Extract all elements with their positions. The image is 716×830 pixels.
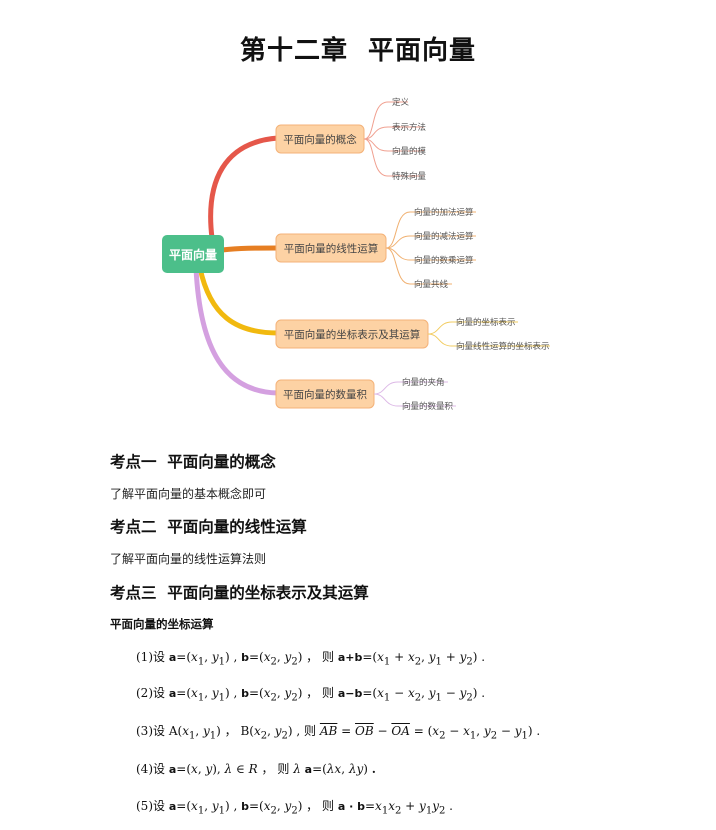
branch-node-coord-label: 平面向量的坐标表示及其运算 bbox=[284, 328, 421, 341]
formula-2: (2)设 a=(x1, y1) , b=(x2, y2) ， 则 a−b=(x1… bbox=[136, 686, 486, 704]
formula-3: (3)设 A(x1, y1) ， B(x2, y2) , 则 AB = OB −… bbox=[136, 724, 541, 742]
mind-map: 平面向量 平面向量的概念 平面向量的线性运算 平面向量的坐标表示及其运算 平面向… bbox=[162, 97, 550, 412]
section-3-heading: 考点三 平面向量的坐标表示及其运算 bbox=[110, 584, 369, 602]
section-2-text: 了解平面向量的线性运算法则 bbox=[110, 552, 267, 566]
formula-2-she: 设 bbox=[153, 686, 166, 700]
formula-3-num: (3) bbox=[136, 724, 153, 738]
leaf-collinear: 向量共线 bbox=[414, 279, 449, 290]
formula-4-num: (4) bbox=[136, 762, 153, 776]
leaf-magnitude: 向量的模 bbox=[392, 146, 427, 157]
formula-1-num: (1) bbox=[136, 650, 153, 664]
branch-curve-linear bbox=[219, 245, 281, 253]
formula-4: (4)设 a=(x, y), λ ∈ R ， 则 λ a=(λx, λy) . bbox=[136, 762, 376, 776]
leaf-connectors-linear bbox=[385, 211, 476, 285]
leaf-addition: 向量的加法运算 bbox=[414, 207, 474, 218]
formula-5-she: 设 bbox=[153, 799, 166, 813]
formula-5-ze: 则 bbox=[322, 799, 335, 813]
leaf-coord-repr: 向量的坐标表示 bbox=[456, 317, 516, 328]
branch-curve-coord bbox=[197, 265, 281, 336]
formula-5-num: (5) bbox=[136, 799, 153, 813]
branch-node-linear-label: 平面向量的线性运算 bbox=[284, 242, 379, 255]
section-3-subheading: 平面向量的坐标运算 bbox=[110, 617, 214, 631]
leaf-subtraction: 向量的减法运算 bbox=[414, 231, 474, 242]
branch-node-dot-label: 平面向量的数量积 bbox=[283, 388, 367, 401]
formula-4-she: 设 bbox=[153, 762, 166, 776]
formula-1-ze: 则 bbox=[322, 650, 335, 664]
leaf-special-vectors: 特殊向量 bbox=[392, 171, 427, 182]
formula-2-num: (2) bbox=[136, 686, 153, 700]
branch-node-concept-label: 平面向量的概念 bbox=[283, 133, 357, 146]
root-node bbox=[162, 235, 224, 273]
section-1-text: 了解平面向量的基本概念即可 bbox=[110, 487, 267, 501]
leaf-angle: 向量的夹角 bbox=[402, 377, 445, 388]
root-node-label: 平面向量 bbox=[169, 247, 217, 262]
formula-5: (5)设 a=(x1, y1) , b=(x2, y2) ， 则 a · b=x… bbox=[136, 799, 453, 817]
leaf-connectors-concept bbox=[363, 101, 424, 177]
leaf-scalar-mult: 向量的数乘运算 bbox=[414, 255, 474, 266]
leaf-representation: 表示方法 bbox=[392, 122, 426, 133]
formula-1: (1)设 a=(x1, y1) , b=(x2, y2) ， 则 a+b=(x1… bbox=[136, 650, 486, 668]
leaf-coord-linear: 向量线性运算的坐标表示 bbox=[456, 341, 550, 352]
leaf-connectors-dot bbox=[373, 381, 456, 407]
section-2-heading: 考点二 平面向量的线性运算 bbox=[110, 518, 307, 536]
section-1-heading: 考点一 平面向量的概念 bbox=[110, 453, 276, 471]
branch-curve-dot bbox=[193, 265, 281, 396]
formula-3-ze: 则 bbox=[304, 724, 317, 738]
leaf-dot-product: 向量的数量积 bbox=[402, 401, 454, 412]
formula-3-she: 设 bbox=[153, 724, 166, 738]
chapter-title: 第十二章 平面向量 bbox=[239, 36, 477, 66]
branch-curve-concept bbox=[208, 135, 281, 241]
formula-2-ze: 则 bbox=[322, 686, 335, 700]
formula-1-she: 设 bbox=[153, 650, 166, 664]
leaf-definition: 定义 bbox=[392, 97, 410, 108]
formula-4-ze: 则 bbox=[277, 762, 290, 776]
leaf-connectors-coord bbox=[427, 321, 550, 347]
